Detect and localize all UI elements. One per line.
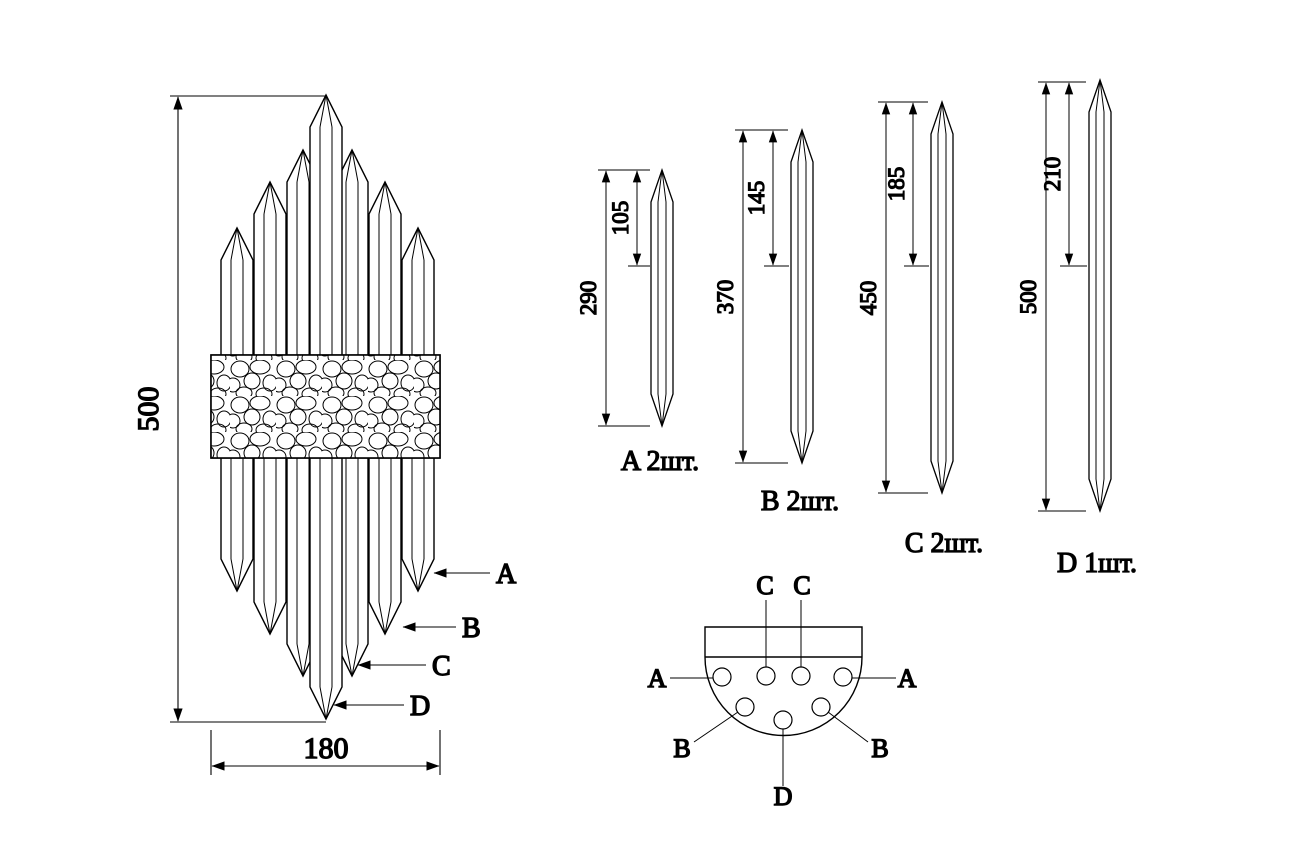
part-a-upper: 105 — [608, 201, 633, 236]
callout-b-label: B — [462, 613, 481, 644]
part-b-rod — [790, 128, 814, 465]
part-d-length: 500 — [1016, 280, 1041, 315]
part-c-dims — [878, 101, 929, 494]
hammered-band — [210, 354, 441, 459]
mounting-plate-outline — [704, 626, 863, 737]
part-a-length: 290 — [576, 281, 601, 316]
top-label-b-right: B — [871, 734, 888, 763]
callout-a-label: A — [496, 559, 517, 590]
part-b-title: B 2шт. — [761, 486, 839, 517]
front-view: 500 180 A B C D — [131, 93, 518, 775]
part-c-detail: 450 185 C 2шт. — [855, 100, 984, 560]
part-c-title: C 2шт. — [905, 528, 983, 559]
hole-a-right — [833, 667, 853, 687]
part-a-detail: 290 105 A 2шт. — [575, 168, 700, 478]
callout-leaders — [333, 568, 490, 710]
part-a-rod — [650, 168, 674, 428]
dim-overall-width-value: 180 — [304, 732, 349, 765]
part-a-title: A 2шт. — [621, 446, 699, 477]
callout-c-label: C — [432, 651, 451, 682]
part-c-upper: 185 — [884, 167, 909, 202]
hole-b-right — [811, 697, 831, 717]
top-label-a-right: A — [898, 664, 917, 693]
mounting-holes — [712, 666, 853, 730]
top-label-d: D — [774, 782, 793, 811]
part-b-detail: 370 145 B 2шт. — [712, 128, 840, 518]
part-b-upper: 145 — [744, 181, 769, 216]
part-c-rod — [930, 100, 954, 495]
part-c-length: 450 — [856, 281, 881, 316]
part-b-dims — [735, 129, 789, 464]
part-d-detail: 500 210 D 1шт. — [1015, 78, 1138, 580]
part-d-upper: 210 — [1040, 157, 1065, 192]
hole-a-left — [712, 667, 732, 687]
part-d-title: D 1шт. — [1057, 548, 1137, 579]
part-a-dims — [598, 169, 650, 427]
part-b-length: 370 — [713, 280, 738, 315]
dim-overall-height-value: 500 — [132, 387, 165, 432]
part-d-dims — [1038, 81, 1087, 512]
top-label-b-left: B — [673, 734, 690, 763]
callout-d-label: D — [410, 691, 430, 722]
top-label-c-left: C — [756, 571, 773, 600]
dim-overall-height — [170, 95, 326, 723]
top-view-leaders — [670, 600, 896, 786]
part-d-rod — [1088, 78, 1112, 513]
top-view: C C A A B B D — [647, 570, 917, 811]
dim-overall-width — [210, 730, 441, 775]
hole-b-left — [735, 697, 755, 717]
top-label-c-right: C — [793, 571, 810, 600]
top-label-a-left: A — [648, 664, 667, 693]
